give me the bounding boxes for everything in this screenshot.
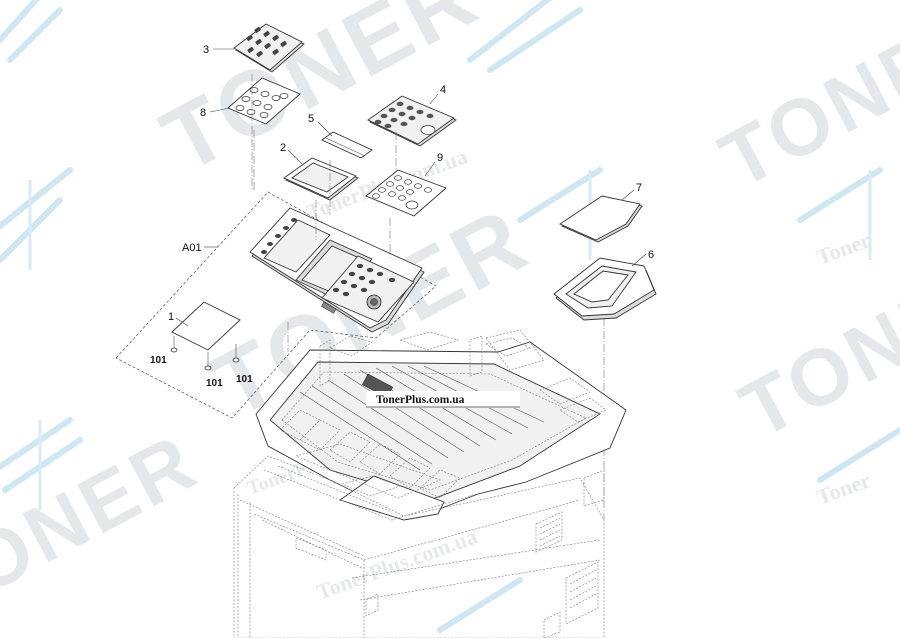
assembly-a01-boundary xyxy=(115,191,437,419)
part-6-tray-frame xyxy=(553,257,657,321)
watermark-brand: TONER xyxy=(726,236,900,455)
alignment-lines xyxy=(251,74,605,520)
callout-3: 3 xyxy=(203,44,209,56)
watermark-snowflake-icon xyxy=(28,170,872,510)
leader-line xyxy=(175,317,189,327)
part-1-plate xyxy=(171,301,241,351)
callout-4: 4 xyxy=(440,84,446,96)
callout-101: 101 xyxy=(206,378,223,389)
leader-line xyxy=(209,107,231,113)
watermark-site: Toner xyxy=(813,227,874,270)
banner-text: TonerPlus.com.ua xyxy=(376,394,465,406)
callout-9: 9 xyxy=(437,152,443,164)
part-8-keypad-sheet xyxy=(227,77,301,125)
leader-line xyxy=(429,93,439,105)
operation-panel-assembly xyxy=(249,207,425,333)
part-9-key-sheet xyxy=(365,169,447,217)
leader-line xyxy=(424,161,436,177)
watermark-site: TonerPlus.com.ua xyxy=(313,523,480,604)
screw-101 xyxy=(170,336,240,371)
part-3-keypad-cover xyxy=(233,23,305,73)
callout-101: 101 xyxy=(150,355,167,366)
callout-8: 8 xyxy=(200,107,206,119)
part-5-strip xyxy=(321,131,373,159)
callout-1: 1 xyxy=(168,311,174,323)
part-2-display-frame xyxy=(283,157,359,201)
leader-line xyxy=(317,121,333,137)
watermark-site: Toner xyxy=(813,467,874,510)
scanner-top-frame xyxy=(255,331,627,521)
site-banner: TonerPlus.com.ua xyxy=(366,391,520,408)
printer-body xyxy=(233,329,605,638)
callout-7: 7 xyxy=(636,182,642,194)
callout-A01: A01 xyxy=(182,242,202,254)
callout-6: 6 xyxy=(648,249,654,261)
part-4-main-keypad-cover xyxy=(367,95,457,147)
callout-5: 5 xyxy=(308,113,314,125)
callout-2: 2 xyxy=(280,142,286,154)
leader-line xyxy=(631,253,647,267)
leader-line xyxy=(621,189,635,201)
part-7-lid xyxy=(559,195,643,243)
leader-line xyxy=(287,149,303,165)
callout-101: 101 xyxy=(236,374,253,385)
